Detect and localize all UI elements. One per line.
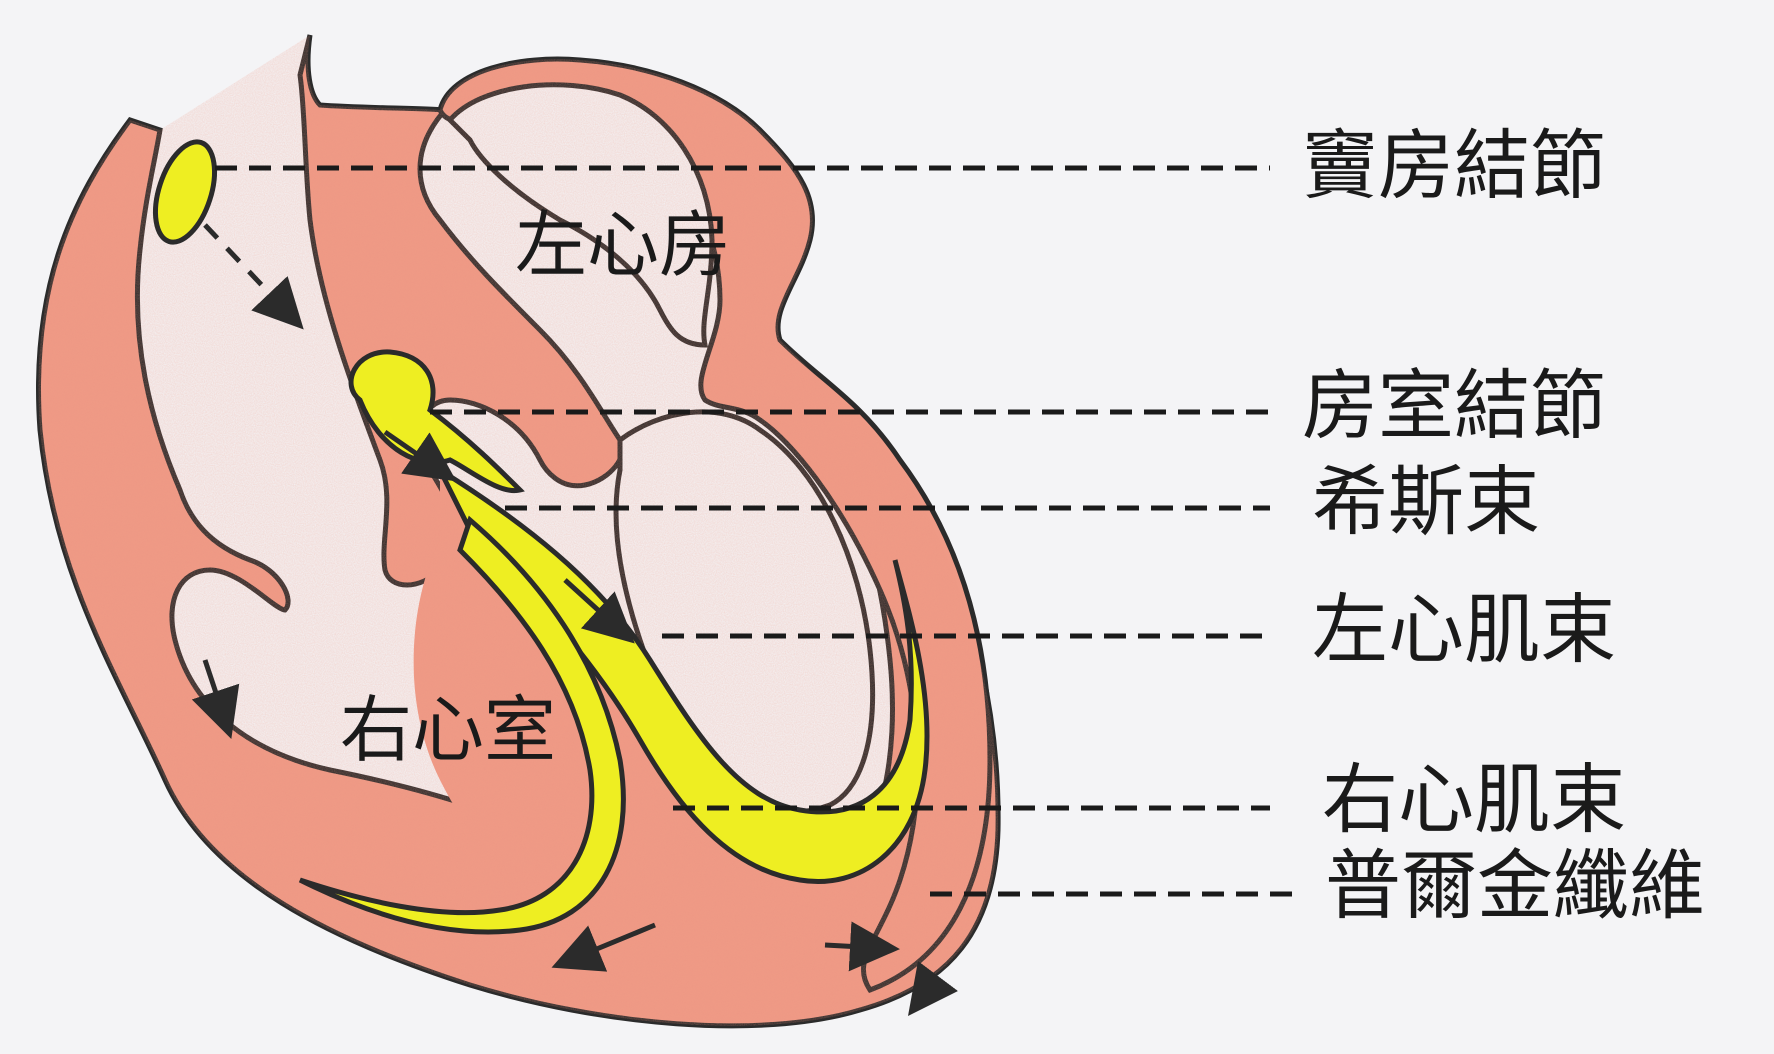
right-ventricle-label: 右心室 [340,688,556,772]
sa-node-label: 竇房結節 [1302,121,1606,210]
left-atrium-label: 左心房 [515,203,731,287]
left-bundle-branch-label: 左心肌束 [1312,585,1616,674]
av-node-label: 房室結節 [1302,361,1606,450]
wall-arrow-bottom-right [825,945,880,948]
his-bundle-label: 希斯束 [1312,457,1540,546]
right-bundle-branch-label: 右心肌束 [1322,755,1626,844]
purkinje-fibers-label: 普爾金纖維 [1325,841,1705,930]
